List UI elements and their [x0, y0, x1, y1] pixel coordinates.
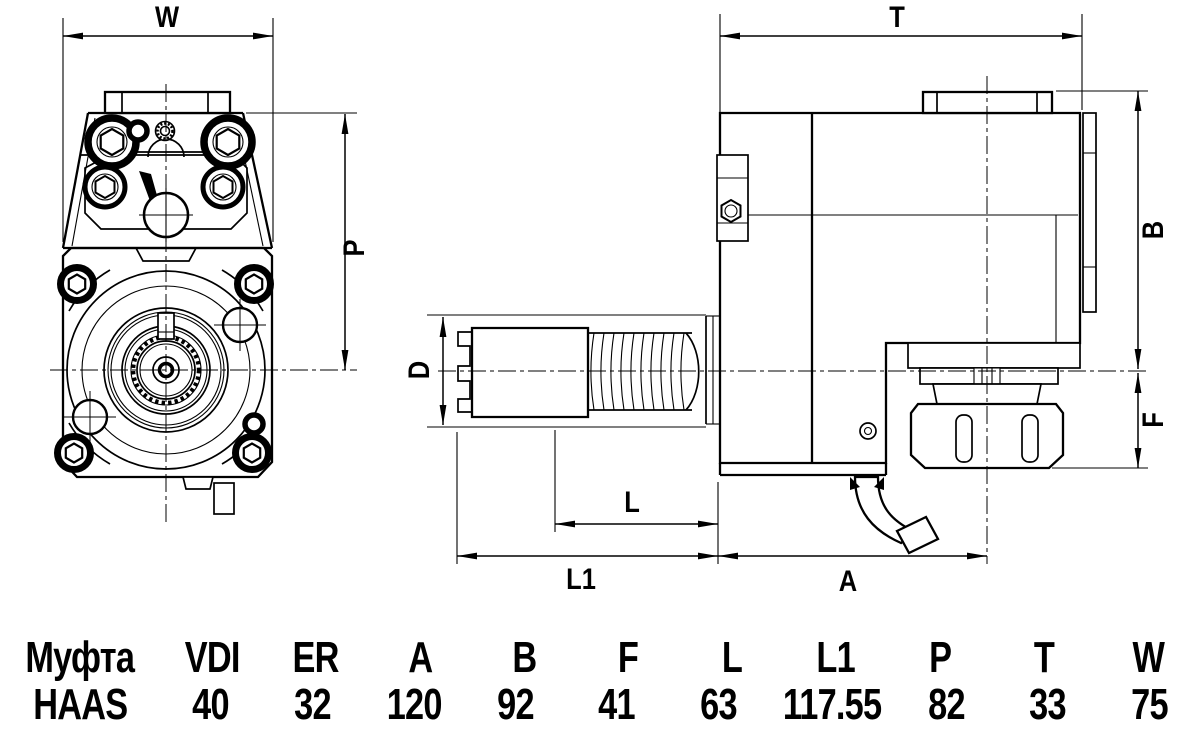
gear-housing-plate — [84, 151, 248, 230]
spec-header-cell: Муфта — [25, 632, 136, 682]
spec-header-cell: B — [511, 632, 537, 682]
spec-header-cell: T — [1033, 632, 1055, 682]
hose-nozzle — [895, 515, 940, 555]
spec-value-cell: 40 — [192, 679, 230, 729]
spec-value-cell: 63 — [700, 679, 737, 729]
spindle-head — [907, 342, 1081, 470]
front-view — [50, 84, 357, 524]
castellated-end — [457, 331, 472, 413]
spec-table: Муфта VDI ER A B F L L1 P T W HAAS 40 32… — [0, 618, 1200, 728]
wrench-slot — [955, 414, 973, 463]
dim-label-t: T — [889, 0, 905, 33]
spec-header-cell: VDI — [184, 632, 241, 682]
dim-label-d: D — [402, 361, 435, 379]
dim-label-b: B — [1136, 221, 1169, 239]
wrench-slot — [1021, 414, 1039, 463]
coolant-port-front — [181, 476, 235, 515]
spec-value-row: HAAS 40 32 120 92 41 63 117.55 82 33 75 — [0, 681, 1200, 728]
clamp-block — [716, 154, 749, 242]
spec-value-cell: 32 — [293, 679, 331, 729]
dim-label-f: F — [1136, 412, 1169, 428]
dim-label-l1: L1 — [566, 562, 596, 595]
side-view — [438, 76, 1150, 564]
hex-bolt — [61, 268, 94, 301]
pin-hole — [245, 415, 263, 433]
hex-socket-screw — [85, 167, 125, 207]
spec-header-cell: L1 — [816, 632, 856, 682]
spec-header-cell: A — [407, 632, 433, 682]
front-top-cap — [103, 90, 232, 115]
hex-bolt — [58, 437, 91, 470]
spec-header-cell: ER — [292, 632, 340, 682]
spec-value-cell: 92 — [497, 679, 534, 729]
spec-value-cell: 33 — [1029, 679, 1066, 729]
dim-label-p: P — [337, 239, 370, 256]
top-notch — [135, 247, 197, 262]
dim-label-w: W — [155, 0, 180, 33]
set-screw — [859, 422, 877, 440]
coolant-hose — [850, 475, 940, 555]
vdi-shank — [457, 315, 720, 425]
hex-bolt — [236, 437, 269, 470]
dimensions: W P T B F D L L1 A — [62, 0, 1169, 597]
technical-drawing: W P T B F D L L1 A — [50, 0, 1169, 597]
pin-hole — [129, 122, 147, 140]
spec-header-row: Муфта VDI ER A B F L L1 P T W — [0, 634, 1200, 681]
spec-value-cell: 120 — [386, 679, 442, 729]
clamp-lever — [139, 171, 158, 201]
spec-header-cell: P — [928, 632, 952, 682]
knurled-pin — [154, 120, 176, 142]
spec-header-cell: F — [617, 632, 639, 682]
spec-value-cell: 41 — [598, 679, 636, 729]
shank-thread — [588, 332, 700, 411]
hex-bolt — [238, 268, 271, 301]
spec-value-cell: 117.55 — [783, 679, 882, 729]
dim-label-l: L — [624, 485, 640, 518]
hex-socket-screw — [204, 118, 252, 166]
spec-value-cell: HAAS — [32, 679, 128, 729]
dim-label-a: A — [839, 564, 857, 597]
spec-header-cell: W — [1132, 632, 1164, 682]
spec-header-cell: L — [721, 632, 743, 682]
spec-value-cell: 82 — [927, 679, 965, 729]
clamp-hex-bolt — [720, 198, 742, 224]
spec-value-cell: 75 — [1130, 679, 1168, 729]
hex-socket-screw — [203, 167, 243, 207]
cover-plate — [1082, 112, 1097, 313]
